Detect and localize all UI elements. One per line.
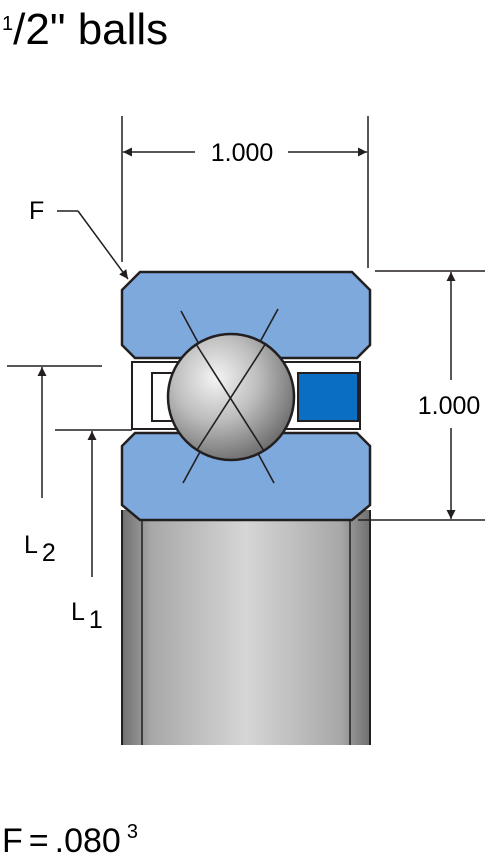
title-fraction-denominator: 2 <box>25 5 49 54</box>
height-dimension-value: 1.000 <box>418 392 481 420</box>
l1-letter: L <box>71 598 85 626</box>
title-fraction-numerator: 1 <box>2 13 13 35</box>
title: 1/2" balls <box>2 5 168 54</box>
inner-race <box>120 431 372 522</box>
title-fraction-slash: / <box>13 5 26 54</box>
width-dimension-value: 1.000 <box>211 139 274 167</box>
chamfer-leader-arrow <box>77 210 129 280</box>
l2-subscript: 2 <box>42 539 56 567</box>
separator-right <box>297 372 359 422</box>
title-text: " balls <box>50 5 168 54</box>
formula-equals: = <box>29 822 49 860</box>
l2-letter: L <box>24 531 38 559</box>
outer-race <box>120 270 372 360</box>
bore-surface <box>122 510 370 745</box>
formula-note: 3 <box>127 821 138 843</box>
chamfer-label: F <box>29 197 44 225</box>
ball-contact-line-2 <box>196 342 267 451</box>
chamfer-formula: F=.080 3 <box>2 821 138 860</box>
l1-subscript: 1 <box>89 606 103 634</box>
formula-lhs: F <box>2 822 23 860</box>
formula-value: .080 <box>55 822 121 860</box>
